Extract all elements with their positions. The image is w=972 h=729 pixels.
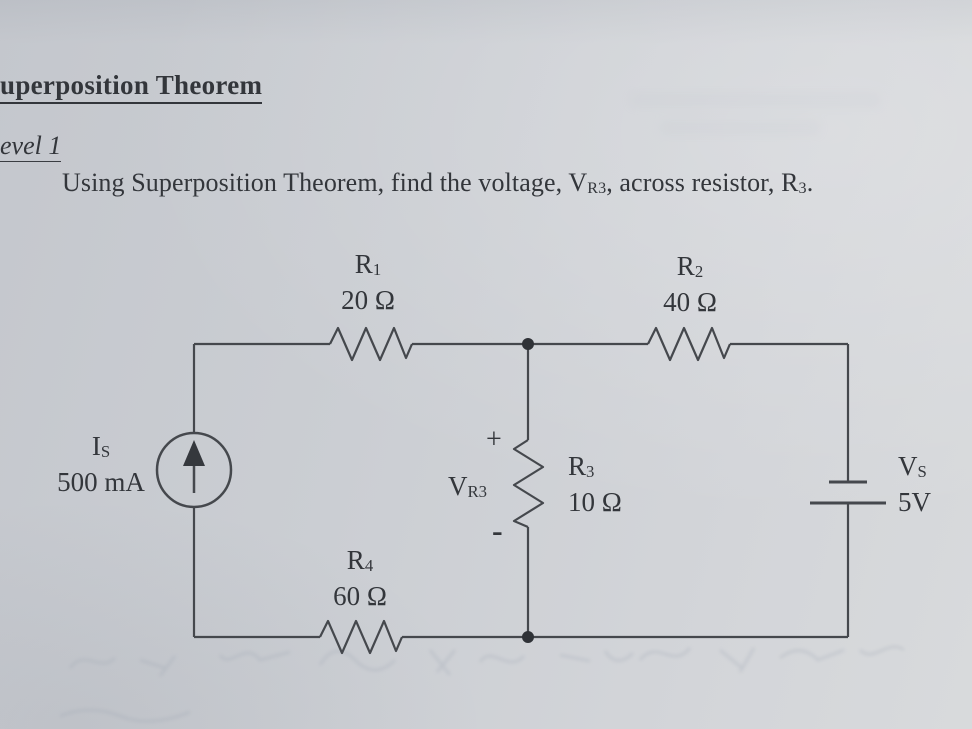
vr3-plus-sign: + [486,424,502,455]
current-source-arrow-head [183,440,205,466]
r4-name: R4 [346,545,374,575]
label-vr3: VR3 [448,471,488,501]
label-resistor-r4: R4 60 Ω [295,544,425,613]
vs-value: 5V [898,487,931,517]
label-resistor-r1: R1 20 Ω [303,248,433,317]
junction-dot-bottom [522,631,534,643]
resistor-r1-symbol [329,326,414,362]
r2-name: R2 [676,251,704,281]
problem-sub-vr3: R3 [587,179,607,197]
problem-sub-r3: 3 [798,179,807,197]
level-heading: evel 1 [0,131,62,162]
is-value: 500 mA [57,467,145,497]
label-current-source: IS 500 mA [36,430,166,499]
problem-statement: Using Superposition Theorem, find the vo… [62,168,967,198]
resistor-r4-symbol [319,619,404,655]
label-voltage-source: VS 5V [898,450,970,519]
resistor-r2-symbol [647,326,732,362]
label-resistor-r2: R2 40 Ω [625,250,755,319]
resistor-r3-symbol [512,439,545,529]
junction-dot-top [522,338,534,350]
r4-value: 60 Ω [333,581,387,611]
r2-value: 40 Ω [663,287,717,317]
problem-text-part1: Using Superposition Theorem, find the vo… [62,168,588,197]
label-resistor-r3: R3 10 Ω [568,450,658,519]
r1-name: R1 [354,249,382,279]
bleedthrough-marks-top [630,93,880,135]
is-name: IS [91,431,111,461]
problem-text-part3: . [806,168,814,197]
current-source-circle [155,431,233,509]
r3-name: R3 [568,451,595,481]
r1-value: 20 Ω [341,285,395,315]
section-title: uperposition Theorem [0,70,263,104]
vs-name: VS [898,451,927,481]
bleedthrough-marks-bottom [59,645,905,723]
problem-text-part2: , across resistor, R [606,168,799,197]
vr3-minus-sign: - [492,512,503,548]
r3-value: 10 Ω [568,487,622,517]
